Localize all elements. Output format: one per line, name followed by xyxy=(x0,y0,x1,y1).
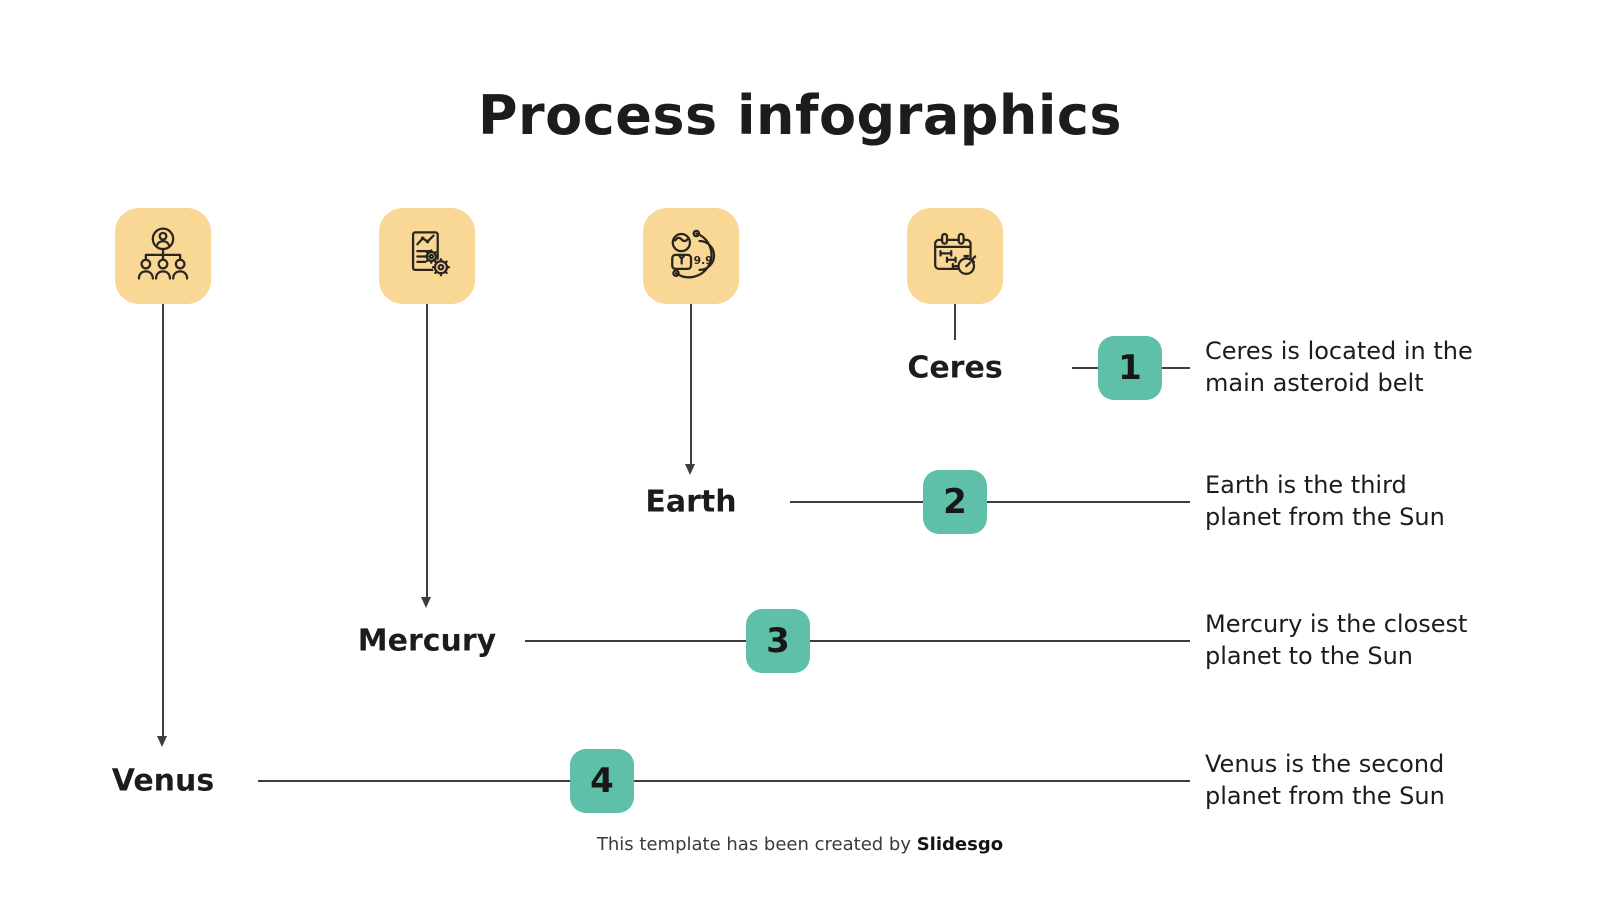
row-line xyxy=(810,640,1190,642)
arrowhead-venus-icon xyxy=(157,736,167,747)
connector-ceres xyxy=(954,304,956,340)
report-gears-icon xyxy=(411,231,451,277)
step-description-earth: Earth is the third planet from the Sun xyxy=(1205,471,1445,531)
row-line xyxy=(525,640,746,642)
svg-text:9.9: 9.9 xyxy=(694,254,713,267)
step-badge-3: 3 xyxy=(746,609,810,673)
step-description-mercury: Mercury is the closest planet to the Sun xyxy=(1205,610,1468,670)
page-title: Process infographics xyxy=(477,84,1123,147)
footer-brand: Slidesgo xyxy=(916,834,1004,855)
connector-venus xyxy=(162,304,164,737)
arrowhead-mercury-icon xyxy=(421,597,431,608)
row-line xyxy=(634,780,1190,782)
icon-box-mercury xyxy=(379,208,475,304)
step-badge-1: 1 xyxy=(1098,336,1162,400)
row-line xyxy=(790,501,923,503)
step-description-venus: Venus is the second planet from the Sun xyxy=(1205,750,1445,810)
planet-label-ceres: Ceres xyxy=(907,350,1003,386)
footer-text: This template has been created by xyxy=(596,834,917,855)
connector-mercury xyxy=(426,304,428,598)
planet-label-venus: Venus xyxy=(111,763,215,799)
row-line xyxy=(258,780,570,782)
org-chart-icon xyxy=(137,227,189,280)
icon-box-venus xyxy=(115,208,211,304)
arrowhead-earth-icon xyxy=(685,464,695,475)
step-badge-4: 4 xyxy=(570,749,634,813)
schedule-stopwatch-icon xyxy=(934,232,977,276)
step-description-ceres: Ceres is located in the main asteroid be… xyxy=(1205,337,1473,397)
footer-credit: This template has been created by Slides… xyxy=(0,834,1600,855)
connector-earth xyxy=(690,304,692,465)
planet-label-earth: Earth xyxy=(645,484,737,520)
planet-label-mercury: Mercury xyxy=(357,623,497,659)
customer-rating-icon: 9.9 xyxy=(671,229,716,279)
icon-box-earth: 9.9 xyxy=(643,208,739,304)
row-line xyxy=(987,501,1190,503)
row-line xyxy=(1162,367,1190,369)
icon-box-ceres xyxy=(907,208,1003,304)
row-line xyxy=(1072,367,1098,369)
step-badge-2: 2 xyxy=(923,470,987,534)
